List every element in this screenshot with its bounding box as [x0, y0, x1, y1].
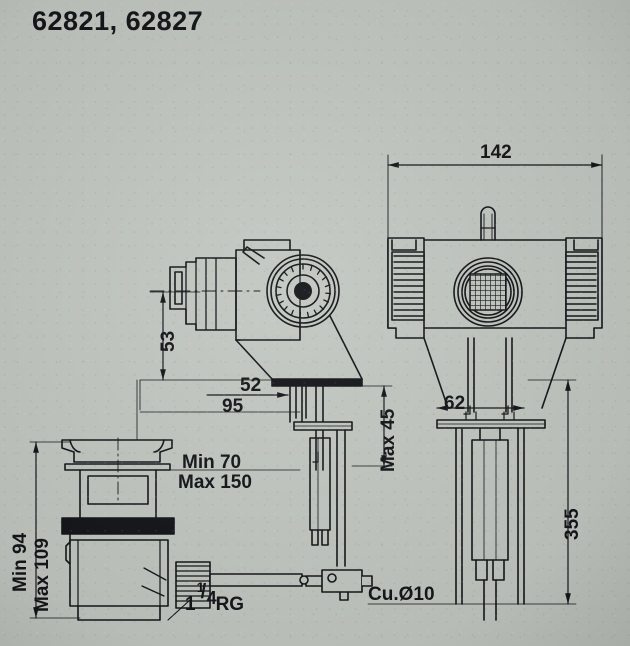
thread-whole-number: 1	[185, 594, 196, 615]
dimension-lines	[29, 154, 603, 619]
thread-fraction: 1/4	[196, 579, 217, 610]
dimension-53: 53	[158, 330, 179, 352]
thread-suffix: RG	[215, 594, 245, 615]
dimension-max-45: Max 45	[378, 408, 399, 472]
front-view-mixer	[387, 206, 603, 621]
copper-tube-label: Cu.Ø10	[368, 584, 435, 605]
thread-slash: /	[200, 581, 207, 603]
waste-assembly	[61, 437, 373, 621]
dimension-95: 95	[222, 396, 244, 417]
dimension-min-94: Min 94	[10, 532, 31, 592]
dimension-52: 52	[240, 375, 262, 396]
dimension-max-150: Max 150	[178, 472, 252, 493]
dimension-min-70: Min 70	[182, 452, 242, 473]
dimension-142: 142	[480, 142, 512, 163]
side-view-mixer	[149, 239, 363, 567]
dimension-355: 355	[562, 508, 583, 540]
dimension-max-109: Max 109	[32, 538, 53, 612]
thread-numerator: 1	[196, 579, 205, 595]
thread-denominator: 4	[206, 588, 217, 608]
page-title: 62821, 62827	[32, 6, 204, 36]
dimension-62: 62	[444, 393, 466, 414]
